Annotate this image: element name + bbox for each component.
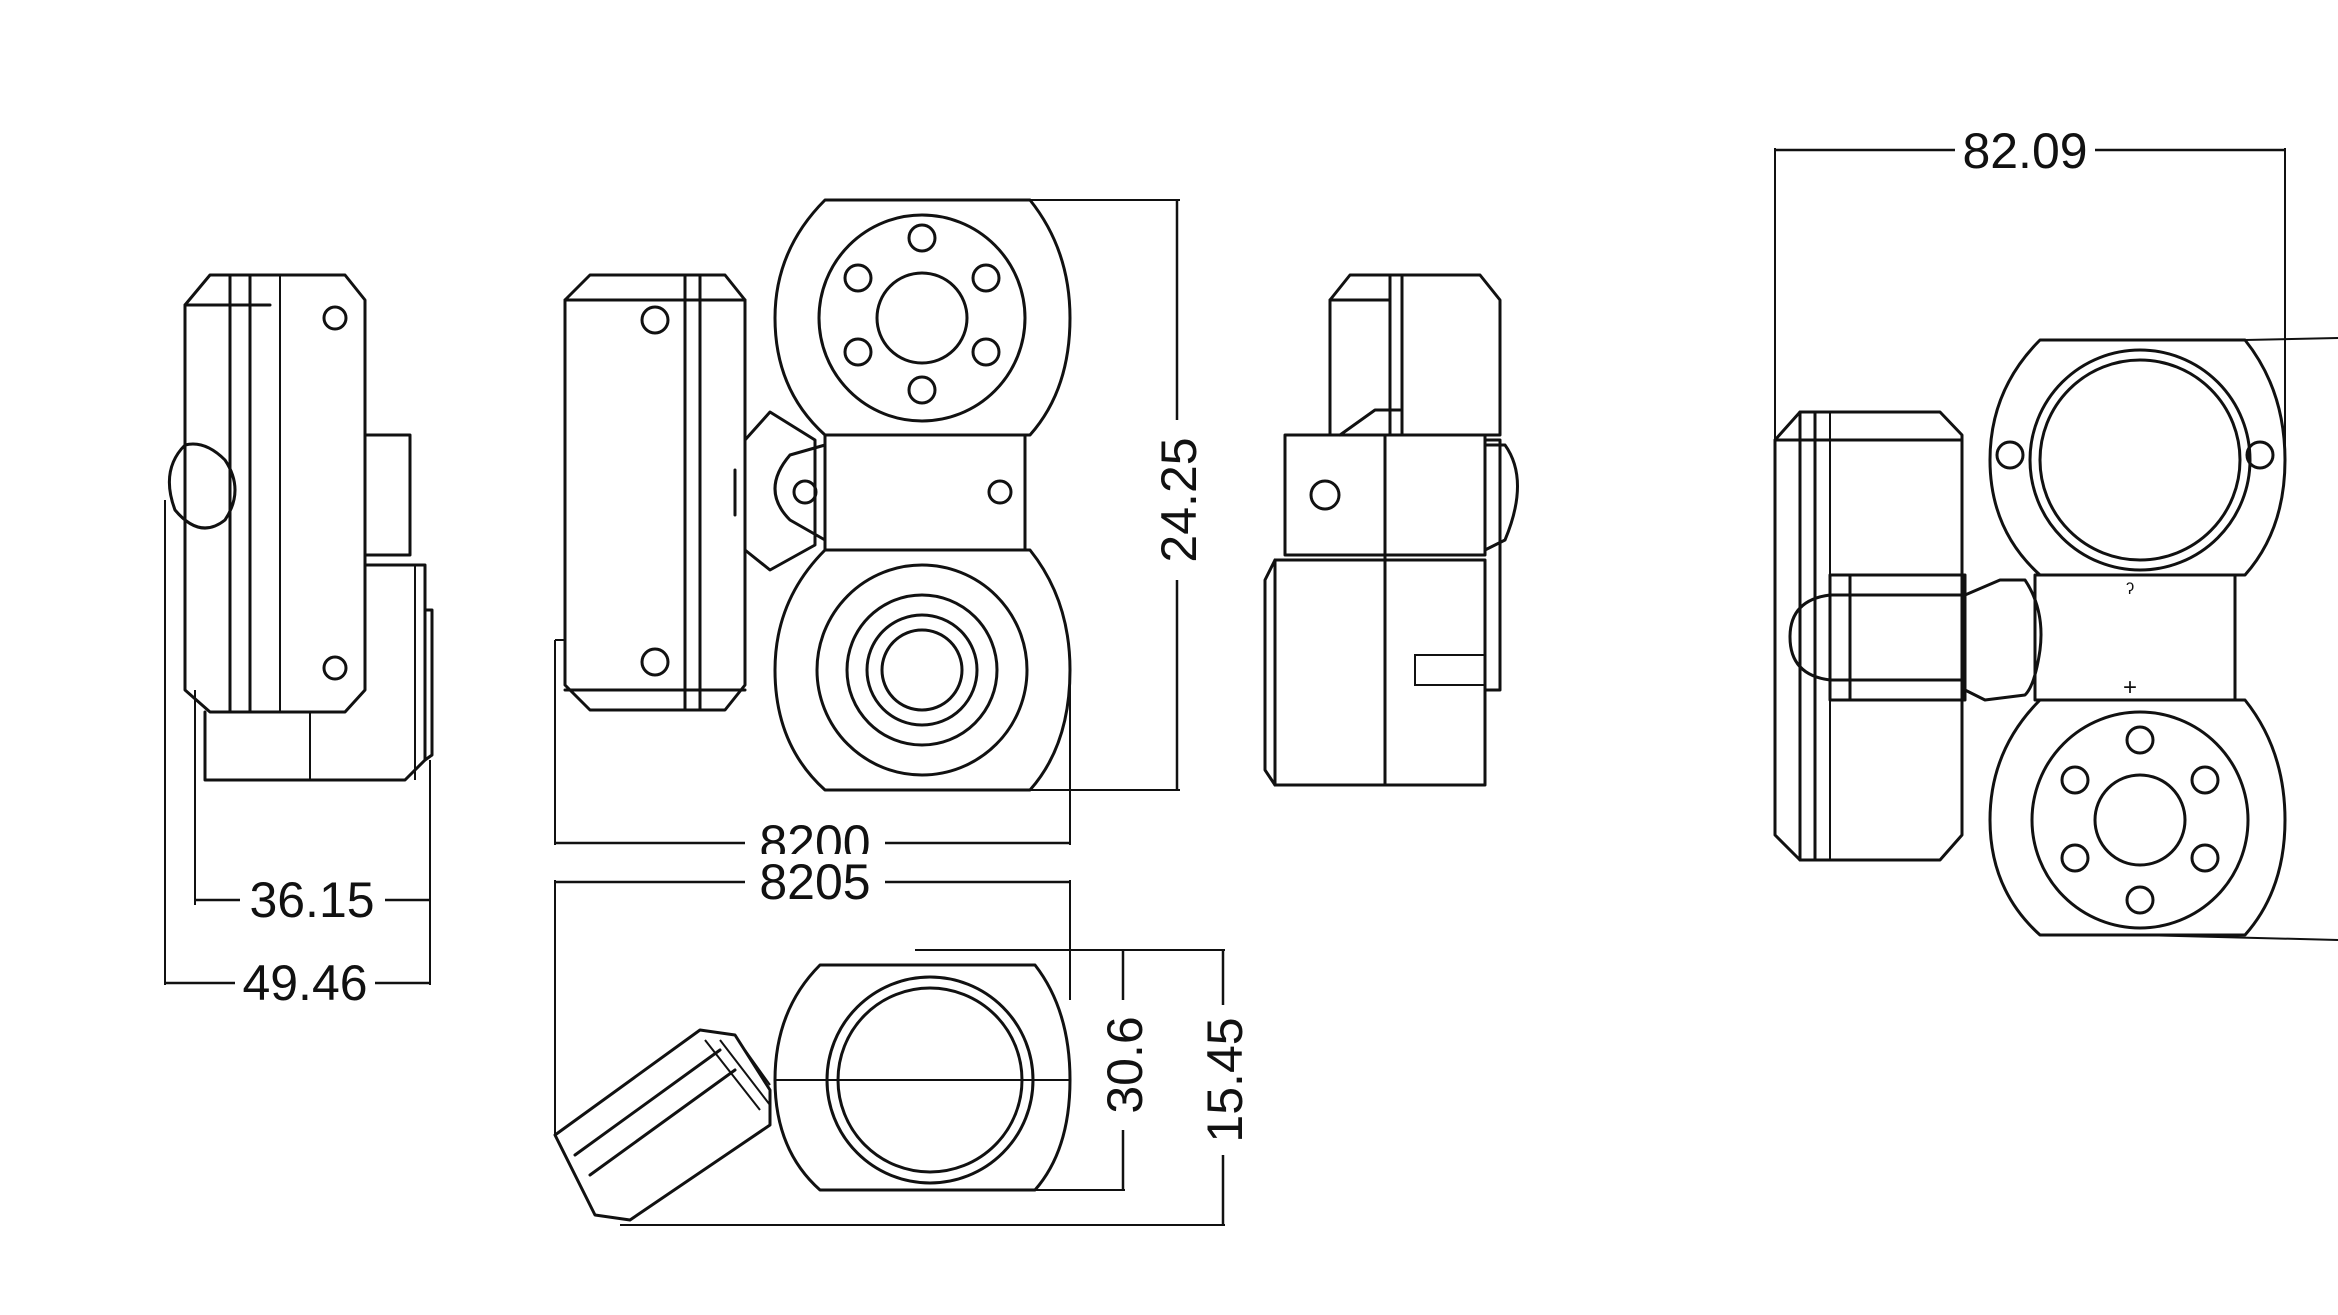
dimension-36-15: 36.15 <box>195 872 430 928</box>
dim-label-backing <box>243 872 381 928</box>
dim-label-backing <box>753 854 877 910</box>
dim-text-24-25: 24.25 <box>1151 437 1207 562</box>
dim-text-15-45: 15.45 <box>1197 1017 1253 1142</box>
dim-label-backing <box>1197 1011 1253 1149</box>
dimension-82-09: 82.09 <box>1775 123 2285 179</box>
dimension-24-25: 24.25 <box>1151 431 1207 569</box>
front-view <box>554 198 1180 845</box>
dim-text-49-46: 49.46 <box>242 955 367 1011</box>
dim-label-backing <box>1956 123 2094 179</box>
dim-text-8205: 8205 <box>759 854 870 910</box>
dimension-8205: 8205 <box>555 854 1070 910</box>
dim-label-backing <box>236 955 374 1011</box>
dimension-49-46: 49.46 <box>165 955 430 1011</box>
dimension-15-45: 15.45 <box>1197 950 1253 1225</box>
dim-label-backing <box>1151 431 1207 569</box>
side-view-right <box>1263 273 1519 787</box>
right-view: ˀ + <box>1773 148 2338 941</box>
crosshair-icon: + <box>2123 674 2137 701</box>
dimension-30-6: 30.6 <box>1097 950 1153 1190</box>
dim-text-82-09: 82.09 <box>1962 123 2087 179</box>
dim-text-30-6: 30.6 <box>1097 1016 1153 1113</box>
side-view-left <box>164 273 434 985</box>
bottom-view <box>553 880 1225 1226</box>
crosshair-icon: ˀ <box>2126 579 2134 606</box>
dim-label-backing <box>1097 1010 1153 1120</box>
dim-text-36-15: 36.15 <box>249 872 374 928</box>
